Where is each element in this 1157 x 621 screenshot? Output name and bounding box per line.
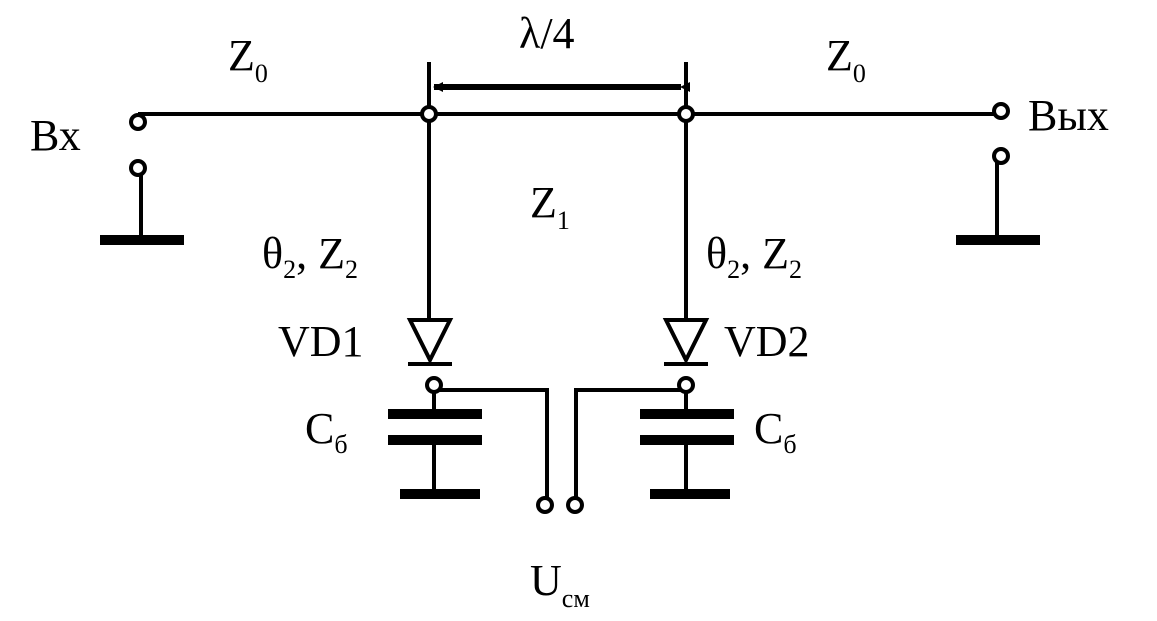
label-bias: Uсм — [530, 556, 590, 613]
bias-terminal-left — [536, 496, 554, 514]
bias-wire-right — [574, 388, 686, 498]
label-z0-left: Z0 — [228, 31, 268, 88]
label-z1: Z1 — [530, 178, 570, 235]
diode-vd1 — [406, 318, 454, 366]
bias-wire-left — [434, 388, 549, 498]
input-terminal — [129, 113, 147, 131]
junction-node-right — [677, 105, 695, 123]
label-vd2: VD2 — [724, 317, 810, 366]
output-ground-terminal — [992, 147, 1010, 165]
input-ground-terminal — [129, 159, 147, 177]
bias-terminal-right — [566, 496, 584, 514]
label-cap-right: Cб — [754, 404, 797, 459]
label-stub-left: θ2, Z2 — [262, 229, 358, 284]
label-quarter-wave: λ/4 — [519, 9, 575, 58]
label-vd1: VD1 — [278, 317, 364, 366]
label-input: Вх — [30, 111, 81, 160]
label-z0-right: Z0 — [826, 31, 866, 88]
junction-node-left — [420, 105, 438, 123]
label-stub-right: θ2, Z2 — [706, 229, 802, 284]
output-terminal — [992, 102, 1010, 120]
label-cap-left: Cб — [305, 404, 348, 459]
diode-node-left — [425, 376, 443, 394]
diode-vd2 — [662, 318, 710, 366]
diode-node-right — [677, 376, 695, 394]
label-output: Вых — [1028, 91, 1109, 140]
